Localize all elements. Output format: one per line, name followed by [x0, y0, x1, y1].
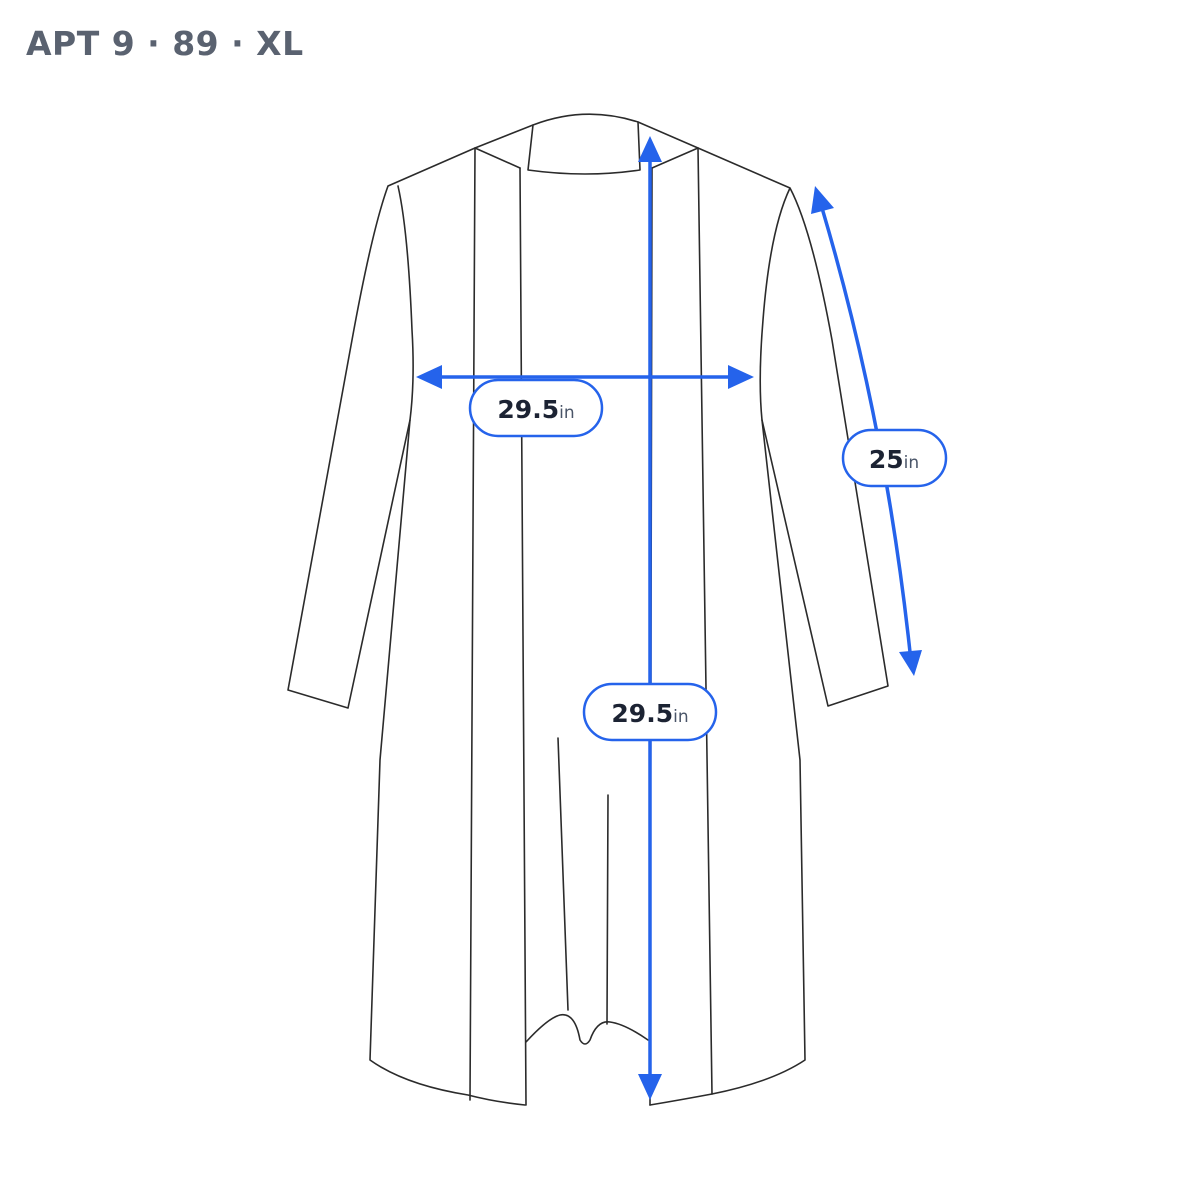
product-header: APT 9 · 89 · XL [26, 24, 304, 63]
svg-text:25in: 25in [869, 445, 919, 474]
chest-arrow-left [416, 365, 442, 389]
back-neck-connector-left [474, 147, 521, 169]
right-placket-outer [697, 147, 713, 1095]
right-body-side [649, 419, 806, 1106]
left-placket-inner [519, 167, 527, 1106]
sleeve-value: 25 [869, 445, 904, 474]
sleeve-dimension [811, 186, 922, 676]
chest-value: 29.5 [497, 395, 559, 424]
sleeve-unit: in [904, 453, 920, 473]
left-body-side [369, 419, 526, 1106]
length-measurement-label: 29.5in [582, 682, 718, 742]
separator-1: · [135, 24, 173, 63]
chest-unit: in [559, 403, 575, 423]
left-placket-outer [469, 147, 476, 1101]
chest-measurement-label: 29.5in [468, 378, 604, 438]
length-pill [582, 682, 718, 742]
chest-pill [468, 378, 604, 438]
size-label: XL [256, 24, 304, 63]
length-dimension [638, 136, 662, 1100]
svg-text:29.5in: 29.5in [497, 395, 574, 424]
sleeve-measurement-label: 25in [841, 428, 948, 488]
inner-top-left-edge [557, 737, 569, 1011]
inner-top-hem [525, 1013, 649, 1045]
sleeve-pill [841, 428, 948, 488]
sleeve-arrow-top [811, 186, 834, 214]
brand-name: APT 9 [26, 24, 136, 63]
length-unit: in [673, 707, 689, 727]
price: 89 [172, 24, 220, 63]
length-arrow-bottom [638, 1074, 662, 1100]
cardigan-outline [287, 113, 889, 1106]
sleeve-arrow-bottom [899, 650, 922, 676]
back-neck-connector-right [651, 147, 699, 169]
sleeve-line [820, 206, 912, 654]
left-sleeve-outline [287, 124, 534, 709]
inner-top-fold [606, 794, 609, 1025]
chest-dimension [416, 365, 754, 389]
length-arrow-top [638, 136, 662, 162]
right-sleeve-outline [637, 121, 889, 707]
chest-arrow-right [728, 365, 754, 389]
inner-neckline [527, 113, 641, 175]
length-value: 29.5 [611, 699, 673, 728]
separator-2: · [219, 24, 257, 63]
svg-text:29.5in: 29.5in [611, 699, 688, 728]
